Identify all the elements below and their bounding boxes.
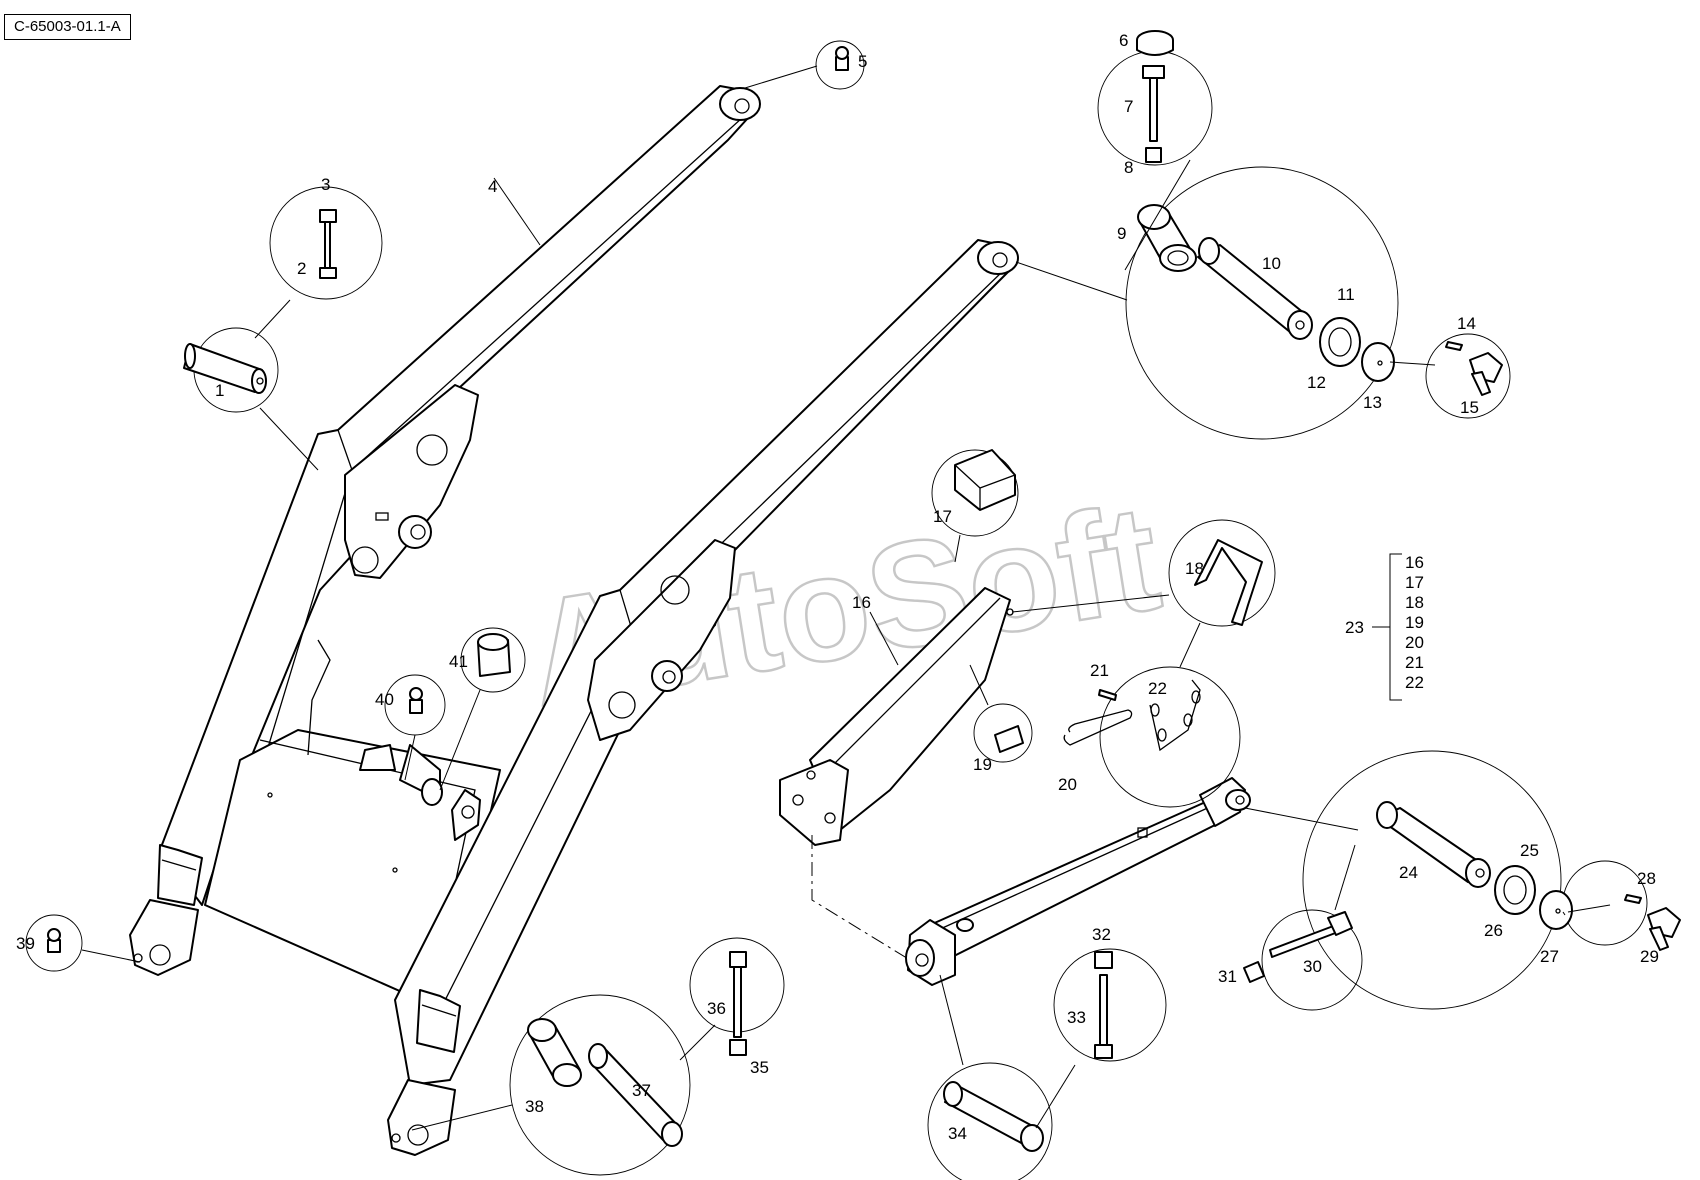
- group-member-20: 20: [1405, 633, 1424, 652]
- group-member-17: 17: [1405, 573, 1424, 592]
- callout-11: 11: [1337, 285, 1355, 304]
- callout-6: 6: [1119, 31, 1128, 50]
- callout-26: 26: [1484, 921, 1503, 940]
- callout-17: 17: [933, 507, 952, 526]
- callout-4: 4: [488, 177, 497, 196]
- callout-28: 28: [1637, 869, 1656, 888]
- callout-19: 19: [973, 755, 992, 774]
- callout-12: 12: [1307, 373, 1326, 392]
- callout-41: 41: [449, 652, 468, 671]
- document-code: C-65003-01.1-A: [4, 14, 131, 40]
- callout-32: 32: [1092, 925, 1111, 944]
- callout-13: 13: [1363, 393, 1382, 412]
- left-loader-arm: [129, 85, 761, 976]
- callout-5: 5: [858, 52, 867, 71]
- callout-40: 40: [375, 690, 394, 709]
- small-parts: [47, 30, 1681, 1152]
- callout-37: 37: [632, 1081, 651, 1100]
- callout-21: 21: [1090, 661, 1109, 680]
- group-member-22: 22: [1405, 673, 1424, 692]
- group-bracket-23: 23 16 17 18 19 20 21 22: [1345, 553, 1424, 701]
- callout-30: 30: [1303, 957, 1322, 976]
- callout-34: 34: [948, 1124, 967, 1143]
- callout-38: 38: [525, 1097, 544, 1116]
- callout-27: 27: [1540, 947, 1559, 966]
- callout-22: 22: [1148, 679, 1167, 698]
- callout-24: 24: [1399, 863, 1418, 882]
- group-member-16: 16: [1405, 553, 1424, 572]
- callout-8: 8: [1124, 158, 1133, 177]
- callout-20: 20: [1058, 775, 1077, 794]
- group-member-21: 21: [1405, 653, 1424, 672]
- callout-15: 15: [1460, 398, 1479, 417]
- group-member-18: 18: [1405, 593, 1424, 612]
- callout-labels: 1 2 3 4 5 6 7 8 9 10 11 12 13 14 15 16 1…: [16, 31, 1659, 1143]
- bracket-16: [779, 587, 1014, 846]
- callout-2: 2: [297, 259, 306, 278]
- callout-14: 14: [1457, 314, 1476, 333]
- callout-39: 39: [16, 934, 35, 953]
- right-loader-arm: [387, 239, 1019, 1156]
- group-label-23: 23: [1345, 618, 1364, 637]
- callout-16: 16: [852, 593, 871, 612]
- callout-35: 35: [750, 1058, 769, 1077]
- callout-9: 9: [1117, 224, 1126, 243]
- callout-3: 3: [321, 175, 330, 194]
- callout-1: 1: [215, 381, 224, 400]
- callout-25: 25: [1520, 841, 1539, 860]
- group-member-19: 19: [1405, 613, 1424, 632]
- leader-lines: [81, 65, 1611, 1131]
- callout-29: 29: [1640, 947, 1659, 966]
- callout-7: 7: [1124, 97, 1133, 116]
- callout-36: 36: [707, 999, 726, 1018]
- callout-10: 10: [1262, 254, 1281, 273]
- callout-18: 18: [1185, 559, 1204, 578]
- hydraulic-cylinder: [905, 777, 1251, 986]
- callout-31: 31: [1218, 967, 1237, 986]
- callout-33: 33: [1067, 1008, 1086, 1027]
